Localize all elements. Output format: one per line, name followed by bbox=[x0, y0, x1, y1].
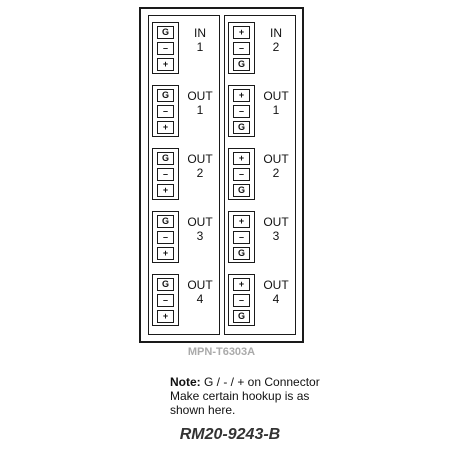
pin-terminal: G bbox=[233, 121, 250, 134]
terminal-block: + – G bbox=[228, 274, 255, 326]
pin-terminal: – bbox=[157, 294, 174, 307]
connector-label: OUT 4 bbox=[187, 278, 213, 306]
pin-terminal: – bbox=[157, 168, 174, 181]
pin-terminal: + bbox=[233, 89, 250, 102]
pin-terminal: + bbox=[233, 152, 250, 165]
pin-terminal: G bbox=[233, 184, 250, 197]
terminal-block: G – + bbox=[152, 148, 179, 200]
rear-panel: G – + IN 1 G – + OUT 1 G – + OUT 2 G bbox=[139, 7, 304, 343]
connector-slot: G – + OUT 2 bbox=[149, 144, 219, 204]
connector-label: OUT 4 bbox=[263, 278, 289, 306]
connector-slot: + – G OUT 3 bbox=[225, 207, 295, 267]
terminal-block: + – G bbox=[228, 85, 255, 137]
pin-terminal: – bbox=[233, 294, 250, 307]
connector-slot: G – + OUT 3 bbox=[149, 207, 219, 267]
model-label: MPN-T6303A bbox=[187, 346, 256, 358]
pin-terminal: G bbox=[157, 26, 174, 39]
note-line: shown here. bbox=[170, 403, 236, 417]
pin-terminal: G bbox=[157, 278, 174, 291]
connector-slot: + – G OUT 2 bbox=[225, 144, 295, 204]
connector-label: OUT 3 bbox=[187, 215, 213, 243]
connector-label: OUT 1 bbox=[187, 89, 213, 117]
connector-slot: + – G OUT 1 bbox=[225, 81, 295, 141]
connector-slot: + – G OUT 4 bbox=[225, 270, 295, 330]
connector-label: IN 2 bbox=[270, 26, 282, 54]
note-heading: Note: bbox=[170, 375, 201, 389]
pin-terminal: + bbox=[157, 310, 174, 323]
pin-terminal: G bbox=[233, 310, 250, 323]
pin-terminal: + bbox=[157, 247, 174, 260]
pin-terminal: – bbox=[157, 105, 174, 118]
connector-slot: + – G IN 2 bbox=[225, 18, 295, 78]
pin-terminal: – bbox=[157, 231, 174, 244]
connector-label: IN 1 bbox=[194, 26, 206, 54]
pin-terminal: G bbox=[157, 215, 174, 228]
terminal-block: G – + bbox=[152, 22, 179, 74]
pin-terminal: – bbox=[233, 42, 250, 55]
terminal-block: G – + bbox=[152, 211, 179, 263]
pin-terminal: G bbox=[157, 89, 174, 102]
connector-column-right: + – G IN 2 + – G OUT 1 + – G OUT 2 + bbox=[224, 15, 296, 335]
connector-label: OUT 2 bbox=[187, 152, 213, 180]
pin-terminal: G bbox=[157, 152, 174, 165]
pin-terminal: + bbox=[157, 184, 174, 197]
connector-label: OUT 1 bbox=[263, 89, 289, 117]
connector-slot: G – + IN 1 bbox=[149, 18, 219, 78]
pin-terminal: – bbox=[233, 168, 250, 181]
pin-terminal: + bbox=[233, 215, 250, 228]
connector-slot: G – + OUT 1 bbox=[149, 81, 219, 141]
connector-column-left: G – + IN 1 G – + OUT 1 G – + OUT 2 G bbox=[148, 15, 220, 335]
terminal-block: + – G bbox=[228, 148, 255, 200]
connector-label: OUT 2 bbox=[263, 152, 289, 180]
pin-terminal: + bbox=[233, 26, 250, 39]
terminal-block: + – G bbox=[228, 22, 255, 74]
terminal-block: G – + bbox=[152, 274, 179, 326]
terminal-block: G – + bbox=[152, 85, 179, 137]
pin-terminal: – bbox=[233, 105, 250, 118]
connector-slot: G – + OUT 4 bbox=[149, 270, 219, 330]
terminal-block: + – G bbox=[228, 211, 255, 263]
pin-terminal: – bbox=[157, 42, 174, 55]
hookup-note: Note: G / - / + on Connector Make certai… bbox=[170, 375, 370, 417]
note-text: G / - / + on Connector bbox=[200, 375, 320, 389]
pin-terminal: + bbox=[233, 278, 250, 291]
pin-terminal: G bbox=[233, 58, 250, 71]
pin-terminal: + bbox=[157, 121, 174, 134]
part-number: RM20-9243-B bbox=[179, 426, 281, 443]
pin-terminal: G bbox=[233, 247, 250, 260]
connector-label: OUT 3 bbox=[263, 215, 289, 243]
note-line: Note: G / - / + on Connector bbox=[170, 375, 370, 389]
note-line: Make certain hookup is as bbox=[170, 389, 310, 403]
pin-terminal: – bbox=[233, 231, 250, 244]
pin-terminal: + bbox=[157, 58, 174, 71]
